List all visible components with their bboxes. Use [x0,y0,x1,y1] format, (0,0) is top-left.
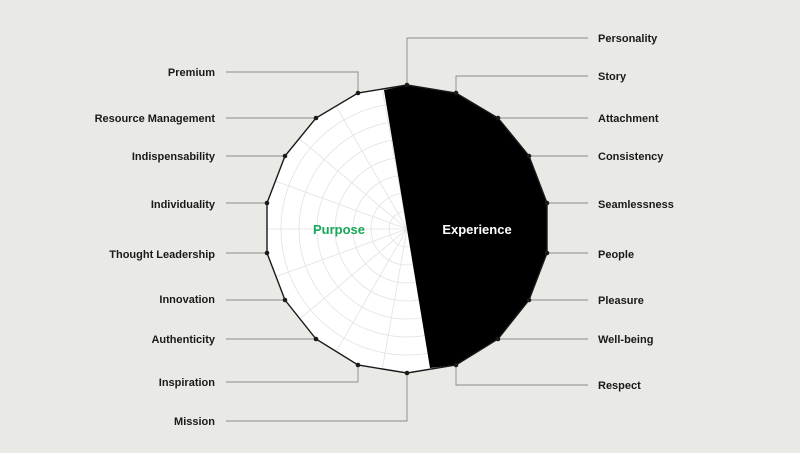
vertex-dot [495,336,501,342]
vertex-dot [282,297,288,303]
vertex-dots [264,82,550,376]
vertex-dot [544,250,550,256]
purpose-label: Purpose [313,222,365,237]
leader-line-right-1 [455,75,588,93]
label-consistency: Consistency [598,151,664,163]
grid-spoke [267,173,408,230]
label-attachment: Attachment [598,113,659,125]
label-individuality: Individuality [151,199,216,211]
grid-spoke [326,228,408,368]
vertex-dot [544,200,550,206]
grid-spoke [326,90,408,230]
vertex-dot [526,297,532,303]
vertex-dot [313,336,319,342]
label-story: Story [598,71,627,83]
leader-line-right-8 [455,365,588,386]
grid-spoke [378,85,408,230]
vertex-dot [495,115,501,121]
grid-spoke [284,125,408,230]
label-seamlessness: Seamlessness [598,199,674,211]
vertex-dot [453,362,459,368]
experience-half [384,85,547,368]
vertex-dot [355,362,361,368]
grid-spoke [378,228,408,373]
label-inspiration: Inspiration [159,377,216,389]
vertex-dot [526,153,532,159]
label-respect: Respect [598,380,641,392]
label-authenticity: Authenticity [151,334,215,346]
leader-line-left-0 [226,71,359,93]
label-thought-leadership: Thought Leadership [109,249,215,261]
leader-line-right-0 [406,37,588,85]
label-mission: Mission [174,416,215,428]
leader-line-left-8 [226,373,408,422]
vertex-dot [404,82,410,88]
experience-label: Experience [442,222,511,237]
vertex-dot [404,370,410,376]
leader-line-left-7 [226,365,359,383]
label-well-being: Well-being [598,334,653,346]
label-people: People [598,249,634,261]
vertex-dot [355,90,361,96]
label-indispensability: Indispensability [132,151,216,163]
vertex-dot [282,153,288,159]
label-resource-management: Resource Management [95,113,216,125]
label-personality: Personality [598,33,658,45]
leader-lines [226,37,588,422]
grid-spoke [267,228,408,285]
grid-spoke [284,228,408,333]
label-premium: Premium [168,67,215,79]
vertex-dot [264,250,270,256]
label-innovation: Innovation [159,294,215,306]
vertex-dot [264,200,270,206]
vertex-dot [313,115,319,121]
vertex-dot [453,90,459,96]
label-pleasure: Pleasure [598,295,644,307]
